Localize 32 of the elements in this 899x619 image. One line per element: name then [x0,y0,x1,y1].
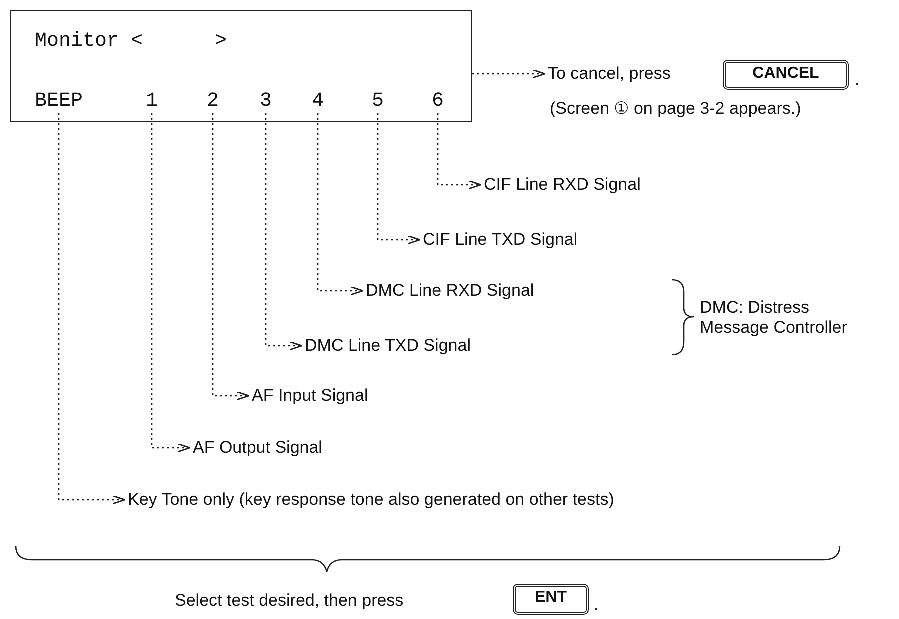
leader-line [212,113,250,401]
leader-line [265,113,303,351]
screen-text: 6 [432,91,444,113]
leader-line [472,69,546,79]
callout-text: AF Output Signal [193,438,322,458]
callout-text: CIF Line TXD Signal [423,230,578,250]
screen-text: 5 [372,91,384,113]
screen-text: BEEP [35,91,84,113]
display-screen [10,10,472,122]
leader-line [151,113,191,453]
period: . [594,595,599,615]
callout-text: DMC Line TXD Signal [305,336,471,356]
screen-text: 1 [146,91,158,113]
screen-text: 2 [207,91,220,113]
period: . [855,70,860,90]
note-text: Select test desired, then press [175,591,404,611]
leader-line [58,113,126,505]
callout-text: Key Tone only (key response tone also generated on other tests) [128,490,614,510]
note-text: (Screen ① on page 3-2 appears.) [550,99,802,119]
leader-line [377,113,421,245]
key-label: ENT [513,584,589,615]
leader-line [437,113,482,190]
screen-text: 4 [312,91,324,113]
screen-text: 3 [260,91,272,113]
leader-line [317,113,364,296]
callout-text: DMC Line RXD Signal [366,281,534,301]
callout-text: CIF Line RXD Signal [484,175,641,195]
key-label: CANCEL [723,60,849,90]
callout-text: AF Input Signal [252,386,368,406]
callout-text: To cancel, press [548,64,671,84]
note-text: DMC: Distress Message Controller [700,298,848,338]
screen-text: Monitor < > [35,31,228,53]
